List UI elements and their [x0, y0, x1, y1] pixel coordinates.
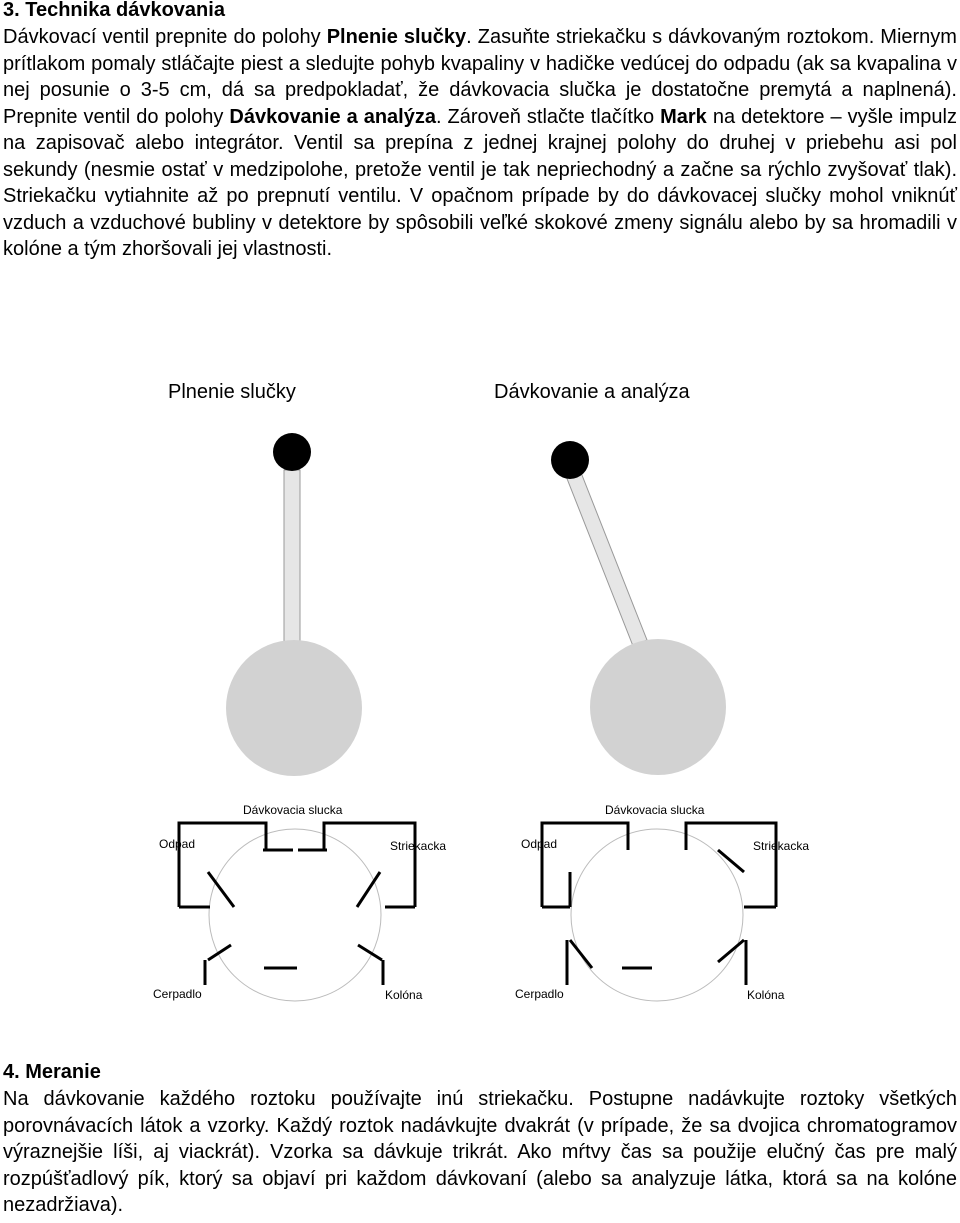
pipe	[207, 943, 232, 962]
text-run: . Zasuňte striekačku s dávkovaným roztok…	[3, 26, 957, 128]
label-column: Kolóna	[385, 988, 423, 1002]
pipe	[568, 939, 594, 969]
port-labels-inject: Dávkovacia slucka Odpad Striekacka Cerpa…	[515, 803, 809, 1002]
sample-loop	[177, 821, 268, 907]
sample-loop	[322, 821, 417, 907]
bold-term-mark: Mark	[660, 105, 707, 128]
lever-fill-position	[226, 433, 362, 776]
bold-term-plnenie: Plnenie slučky	[326, 26, 467, 48]
lever-inject-position	[551, 441, 726, 775]
pipe	[206, 871, 236, 908]
label-pump: Cerpadlo	[153, 987, 202, 1001]
pipe	[355, 871, 382, 908]
valve-circle	[570, 828, 744, 1002]
lever-stem	[563, 464, 648, 647]
section-4-paragraph: Na dávkovanie každého roztoku používajte…	[3, 1088, 957, 1216]
pipe	[717, 938, 745, 964]
lever-disc	[226, 640, 362, 776]
port-labels-fill: Dávkovacia slucka Odpad Striekacka Cerpa…	[153, 803, 446, 1002]
label-pump: Cerpadlo	[515, 987, 564, 1001]
section-3-heading: 3. Technika dávkovania	[3, 0, 225, 21]
section-4-heading: 4. Meranie	[3, 1061, 101, 1083]
pipe	[357, 943, 383, 962]
lever-knob	[273, 433, 311, 471]
valve-schematic-inject	[540, 821, 778, 1002]
label-waste: Odpad	[521, 837, 557, 851]
lever-stem	[283, 469, 301, 649]
label-syringe: Striekacka	[390, 839, 446, 853]
section-3-paragraph: Dávkovací ventil prepnite do polohy Plne…	[3, 24, 957, 263]
lever-disc	[590, 639, 726, 775]
label-syringe: Striekacka	[753, 839, 809, 853]
label-column: Kolóna	[747, 988, 785, 1002]
valve-schematic-fill	[177, 821, 417, 1002]
sample-loop	[540, 821, 630, 907]
label-waste: Odpad	[159, 837, 195, 851]
text-run: Dávkovací ventil prepnite do polohy	[3, 26, 327, 48]
sample-loop	[684, 821, 778, 907]
text-run: . Zároveň stlačte tlačítko	[435, 105, 661, 128]
lever-knob	[551, 441, 589, 479]
label-loop: Dávkovacia slucka	[243, 803, 343, 817]
text-run: na detektore – vyšle impulz na zapisovač…	[3, 105, 957, 261]
diagram-title-inject: Dávkovanie a analýza	[494, 381, 690, 403]
diagram-title-fill: Plnenie slučky	[168, 381, 296, 403]
label-loop: Dávkovacia slucka	[605, 803, 705, 817]
bold-term-davkovanie: Dávkovanie a analýza	[229, 105, 436, 128]
pipe	[717, 848, 745, 874]
valve-circle	[208, 828, 382, 1002]
